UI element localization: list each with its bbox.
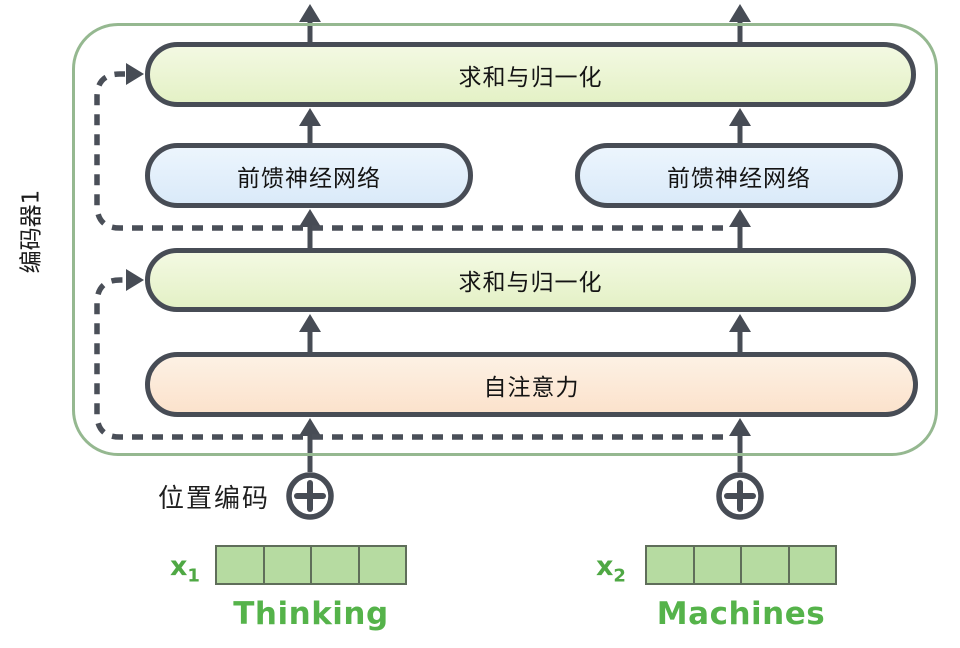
vector-label-x2: x2 [596,551,626,587]
input-word-thinking: Thinking [233,596,389,632]
add-norm-top-label: 求和与归一化 [458,64,603,91]
vector-cell [647,547,695,583]
feed-forward-left-label: 前馈神经网络 [237,165,381,192]
encoder-label: 编码器1 [18,189,45,274]
input-vector-x1 [215,545,407,585]
vector-cell [360,547,406,583]
add-norm-block-mid: 求和与归一化 [145,248,916,312]
circle-plus-icon [286,472,334,520]
feed-forward-right-label: 前馈神经网络 [667,165,811,192]
self-attention-block: 自注意力 [145,352,918,417]
add-norm-mid-label: 求和与归一化 [458,270,603,296]
vector-cell [790,547,836,583]
encoder-frame [72,23,938,456]
input-vector-x2 [645,545,837,585]
vector-cell [695,547,742,583]
vector-label-x1: x1 [170,551,200,587]
circle-plus-icon [716,472,764,520]
add-norm-block-top: 求和与归一化 [145,42,916,107]
self-attention-label: 自注意力 [483,374,580,401]
positional-encoding-label: 位置编码 [158,484,271,514]
feed-forward-block-left: 前馈神经网络 [145,143,473,208]
feed-forward-block-right: 前馈神经网络 [575,143,903,208]
vector-cell [742,547,790,583]
vector-cell [312,547,360,583]
input-word-machines: Machines [656,596,826,632]
vector-cell [265,547,312,583]
vector-cell [217,547,265,583]
